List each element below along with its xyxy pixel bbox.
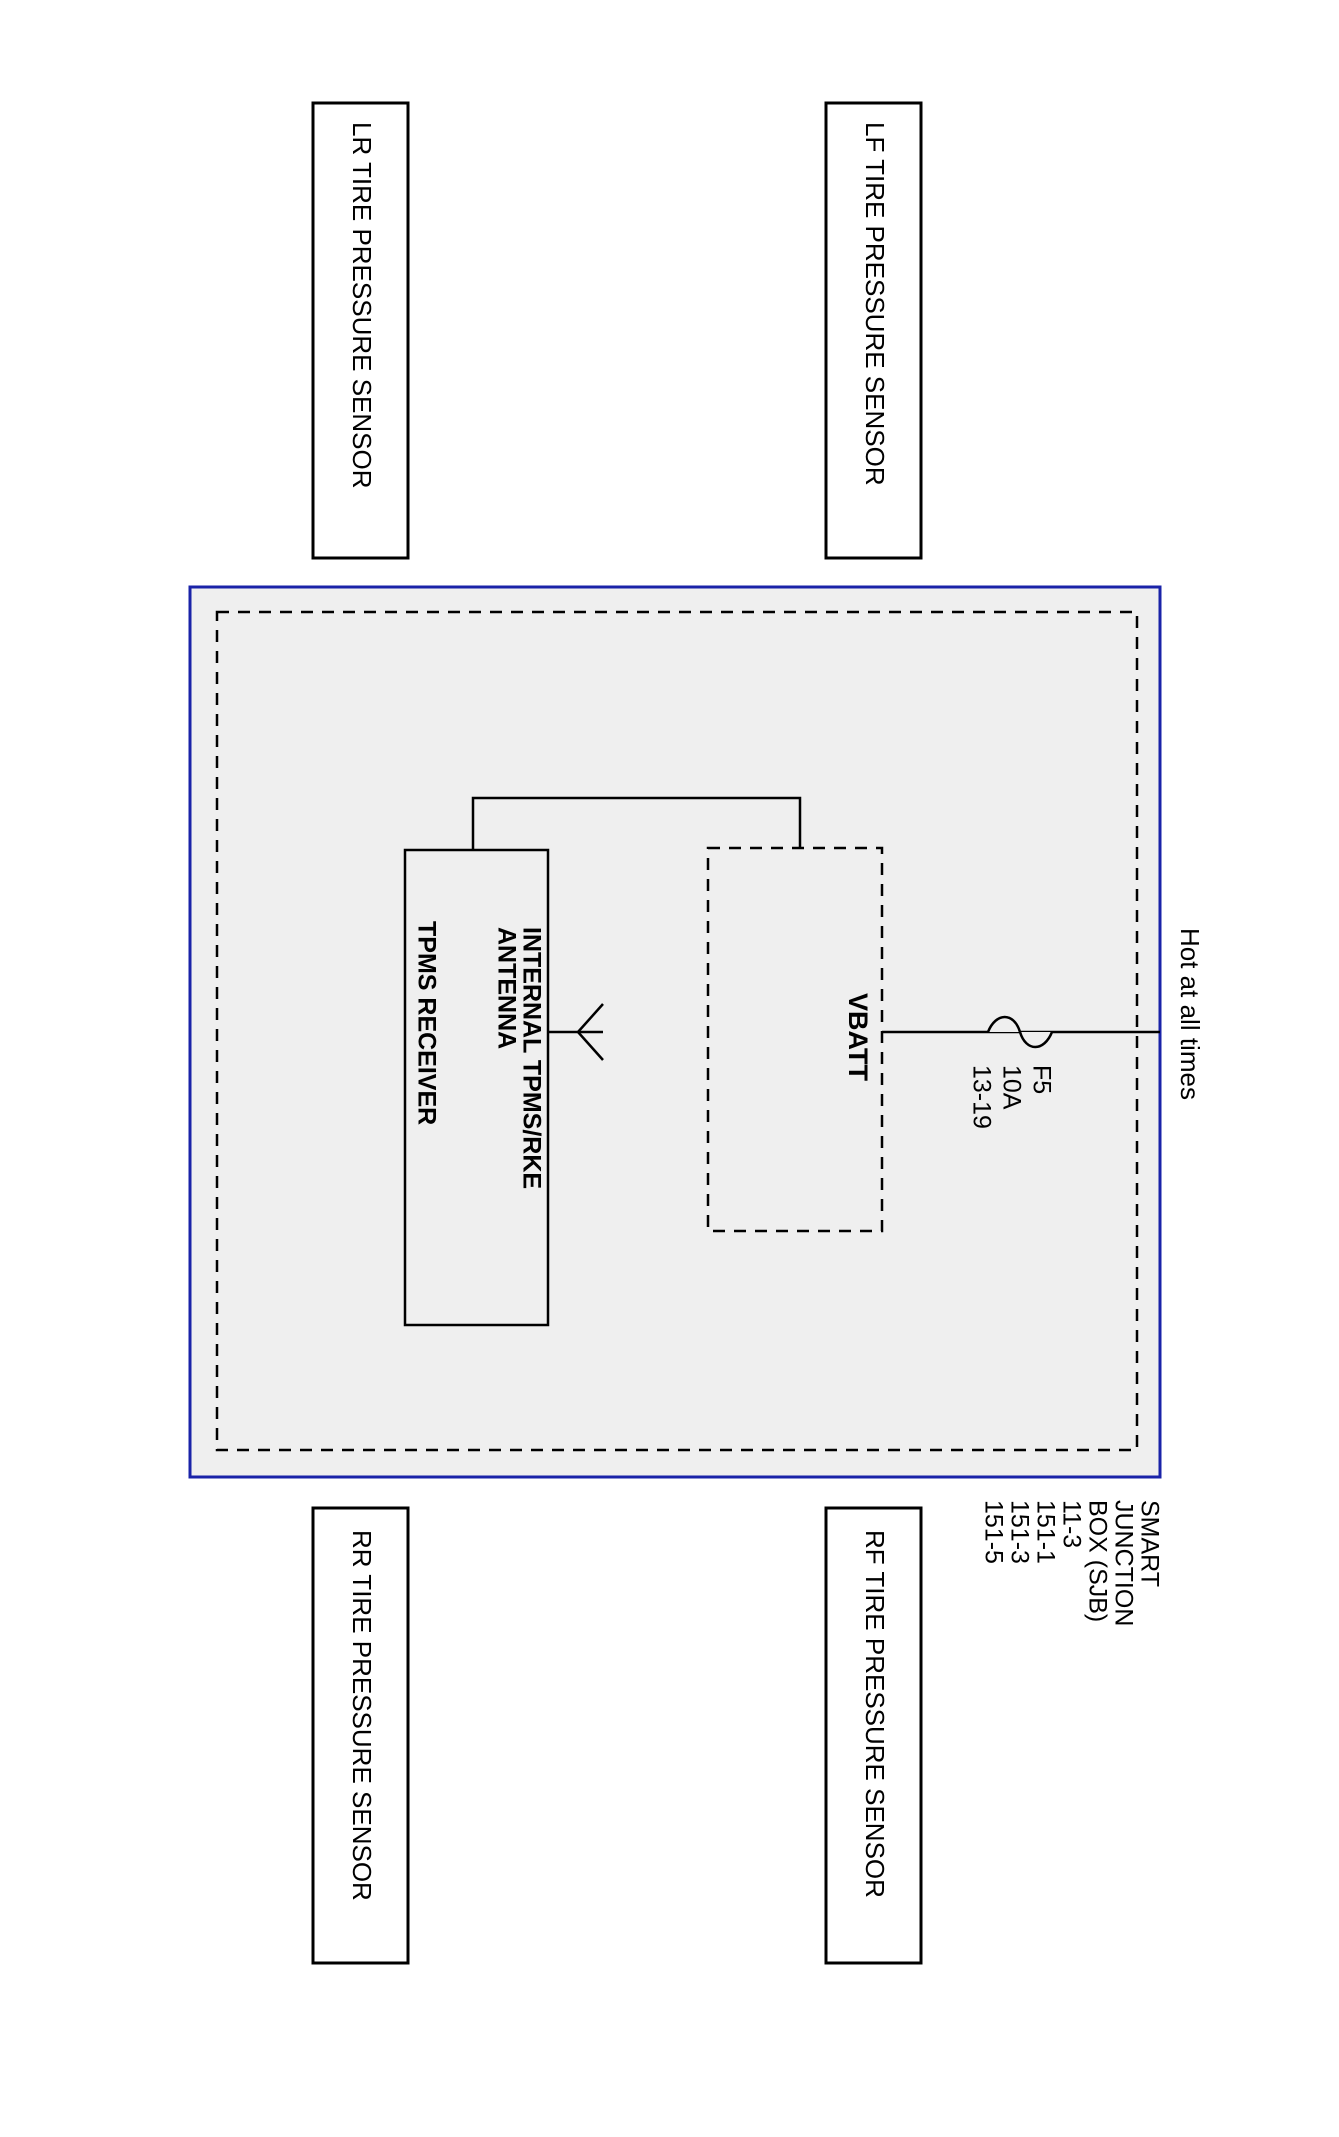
lf-sensor-label: LF TIRE PRESSURE SENSOR: [860, 122, 890, 486]
power-feed: Hot at all times F5 10A 13-19: [882, 928, 1205, 1129]
sjb-label-line: 151-1: [1031, 1500, 1059, 1564]
tpms-receiver: INTERNAL TPMS/RKE ANTENNA TPMS RECEIVER: [403, 848, 604, 1327]
tpms-receiver-label: TPMS RECEIVER: [412, 921, 440, 1125]
sjb-label-line: BOX (SJB): [1083, 1500, 1111, 1622]
sjb-label: SMART JUNCTION BOX (SJB) 11-3 151-1 151-…: [979, 1500, 1163, 1626]
rr-tire-pressure-sensor: RR TIRE PRESSURE SENSOR: [311, 1506, 410, 1965]
lf-tire-pressure-sensor: LF TIRE PRESSURE SENSOR: [824, 101, 923, 560]
rf-sensor-label: RF TIRE PRESSURE SENSOR: [860, 1530, 890, 1898]
vbatt-receiver-wire: [471, 796, 802, 850]
fuse-location-label: 13-19: [967, 1065, 995, 1129]
lr-tire-pressure-sensor: LR TIRE PRESSURE SENSOR: [311, 101, 410, 560]
antenna-icon: [548, 1003, 604, 1061]
sjb-label-line: JUNCTION: [1109, 1500, 1137, 1626]
fuse-name-label: F5: [1027, 1065, 1055, 1094]
sjb-label-line: 151-3: [1005, 1500, 1033, 1564]
fuse-symbol: [986, 1015, 1054, 1049]
lr-sensor-label: LR TIRE PRESSURE SENSOR: [347, 122, 377, 489]
rf-tire-pressure-sensor: RF TIRE PRESSURE SENSOR: [824, 1506, 923, 1965]
antenna-label-line2: ANTENNA: [492, 927, 520, 1049]
hot-at-all-times-label: Hot at all times: [1175, 928, 1205, 1100]
sjb-label-line: 151-5: [979, 1500, 1007, 1564]
sjb-inner-boundary: [215, 610, 1139, 1452]
rr-sensor-label: RR TIRE PRESSURE SENSOR: [347, 1530, 377, 1901]
vbatt-block: VBATT: [706, 846, 884, 1233]
sjb-label-line: SMART: [1135, 1500, 1163, 1587]
fuse-rating-label: 10A: [997, 1065, 1025, 1110]
antenna-label-line1: INTERNAL TPMS/RKE: [517, 927, 545, 1189]
vbatt-label: VBATT: [843, 993, 873, 1081]
sjb-label-line: 11-3: [1057, 1500, 1085, 1548]
